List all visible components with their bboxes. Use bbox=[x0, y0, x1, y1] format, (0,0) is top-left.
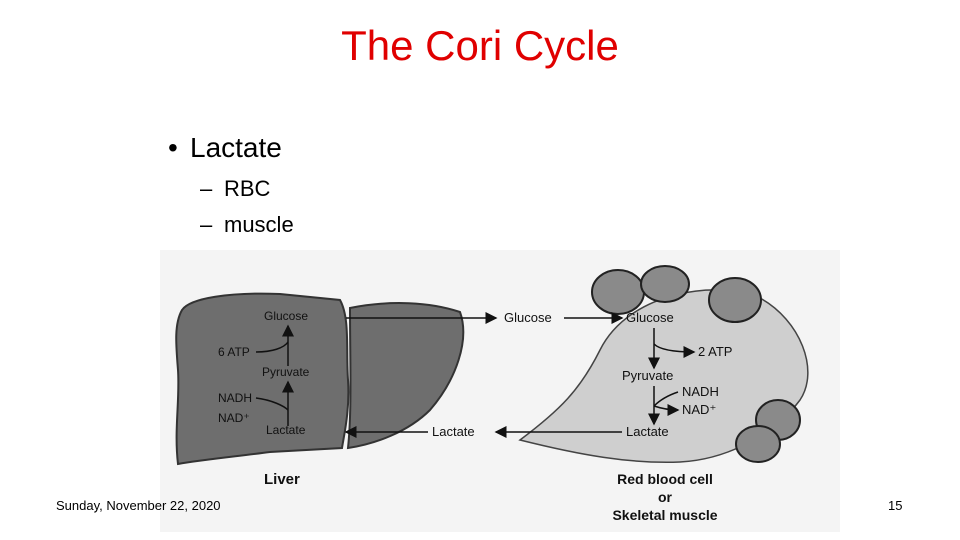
cell-nad-label: NAD⁺ bbox=[682, 402, 716, 417]
rbc-top-middle bbox=[640, 265, 690, 303]
subbullet-text: muscle bbox=[224, 212, 294, 237]
liver-pyruvate-label: Pyruvate bbox=[262, 365, 310, 379]
liver-glucose-label: Glucose bbox=[264, 309, 308, 323]
cell-arrow-nad bbox=[653, 403, 680, 416]
rbc-bottom-left bbox=[735, 425, 781, 463]
cell-caption-line3: Skeletal muscle bbox=[612, 507, 717, 523]
cell-pyruvate-label: Pyruvate bbox=[622, 368, 673, 383]
liver-right-lobe bbox=[346, 302, 465, 450]
cell-glucose-label: Glucose bbox=[626, 310, 674, 325]
liver-caption: Liver bbox=[264, 471, 300, 488]
liver-nadh-label: NADH bbox=[218, 391, 252, 405]
liver-arrow-nadh bbox=[255, 397, 289, 411]
subbullet-rbc: –RBC bbox=[200, 176, 270, 202]
rbc-top-right bbox=[708, 277, 762, 323]
cell-arrow-atp bbox=[653, 343, 696, 358]
subbullet-muscle: –muscle bbox=[200, 212, 294, 238]
cell-nadh-label: NADH bbox=[682, 384, 719, 399]
liver-lactate-label: Lactate bbox=[266, 423, 306, 437]
bullet-dot: • bbox=[168, 132, 178, 163]
liver-atp-label: 6 ATP bbox=[218, 345, 250, 359]
cell-lactate-label: Lactate bbox=[626, 424, 669, 439]
blood-lactate-label: Lactate bbox=[432, 424, 475, 439]
liver-nad-label: NAD⁺ bbox=[218, 411, 250, 425]
bullet-lactate: • Lactate bbox=[168, 132, 282, 164]
footer-date: Sunday, November 22, 2020 bbox=[56, 498, 221, 513]
liver-arrow-atp bbox=[255, 341, 289, 353]
slide-title: The Cori Cycle bbox=[341, 22, 619, 69]
cori-cycle-diagram: Glucose 6 ATP Pyruvate NADH NAD⁺ Lactate… bbox=[160, 250, 840, 532]
cell-arrow-nadh bbox=[653, 391, 679, 407]
subbullet-dash: – bbox=[200, 176, 213, 201]
subbullet-text: RBC bbox=[224, 176, 271, 201]
cell-shape bbox=[518, 289, 809, 464]
cell-atp-label: 2 ATP bbox=[698, 344, 732, 359]
cell-caption-line1: Red blood cell bbox=[617, 471, 713, 487]
blood-glucose-label: Glucose bbox=[504, 310, 552, 325]
rbc-top-left bbox=[591, 269, 645, 315]
subbullet-dash: – bbox=[200, 212, 213, 237]
liver-shape bbox=[175, 292, 350, 466]
cell-caption-line2: or bbox=[658, 489, 673, 505]
page-number: 15 bbox=[888, 498, 903, 513]
bullet-text: Lactate bbox=[190, 132, 282, 163]
